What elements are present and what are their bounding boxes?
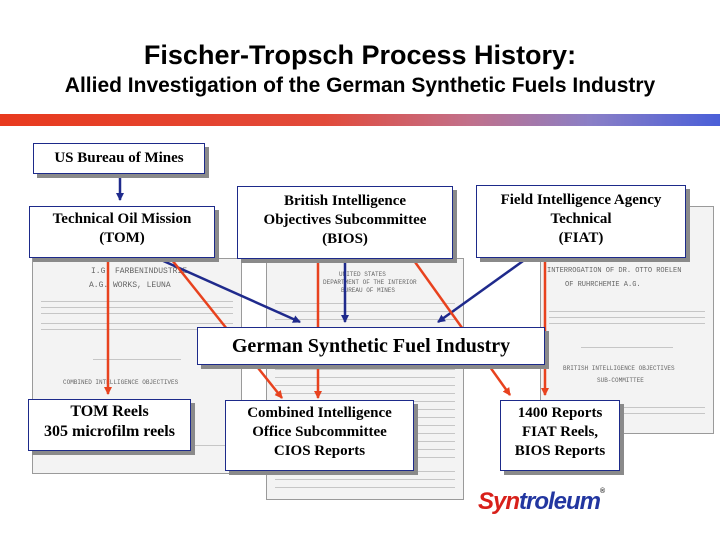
box-german-synthetic-fuel-industry: German Synthetic Fuel Industry bbox=[197, 327, 545, 365]
box-tom: Technical Oil Mission (TOM) bbox=[29, 206, 215, 258]
header-color-band bbox=[0, 114, 720, 126]
box-bios: British Intelligence Objectives Subcommi… bbox=[237, 186, 453, 259]
box-reports-line2: FIAT Reels, bbox=[521, 423, 599, 440]
box-bios-line3: (BIOS) bbox=[322, 230, 368, 247]
doc-center-line1: UNITED STATES bbox=[339, 271, 386, 278]
box-bios-line1: British Intelligence bbox=[283, 193, 407, 209]
box-tom-line2: (TOM) bbox=[99, 229, 145, 246]
box-fiat-line1: Field Intelligence Agency bbox=[500, 192, 662, 208]
arrow-bios-to-reports bbox=[408, 254, 512, 396]
box-german-label: German Synthetic Fuel Industry bbox=[231, 335, 511, 357]
doc-left-line3: COMBINED INTELLIGENCE OBJECTIVES bbox=[63, 379, 179, 386]
page-title: Fischer-Tropsch Process History: bbox=[143, 40, 577, 70]
arrow-fiat-to-german bbox=[437, 254, 531, 324]
box-tom-reels: TOM Reels 305 microfilm reels bbox=[28, 399, 191, 451]
box-cios-line1: Combined Intelligence bbox=[247, 405, 392, 421]
page-subtitle: Allied Investigation of the German Synth… bbox=[64, 74, 656, 97]
doc-left-line1: I.G. FARBENINDUSTRIE bbox=[91, 267, 188, 276]
logo-registered-mark: ® bbox=[600, 488, 605, 495]
box-reports-line1: 1400 Reports bbox=[517, 405, 603, 421]
doc-right-line4: SUB-COMMITTEE bbox=[597, 377, 644, 384]
box-tom-line1: Technical Oil Mission bbox=[52, 211, 192, 227]
logo-part1: Syn bbox=[478, 488, 520, 515]
box-reports-line3: BIOS Reports bbox=[514, 442, 606, 459]
box-tom-reels-line1: TOM Reels bbox=[70, 403, 149, 420]
box-bios-line2: Objectives Subcommittee bbox=[263, 211, 427, 228]
box-fiat-line2: Technical bbox=[550, 210, 612, 227]
doc-right-line1: INTERROGATION OF DR. OTTO ROELEN bbox=[547, 267, 682, 275]
doc-left-line2: A.G. WORKS, LEUNA bbox=[89, 281, 171, 290]
doc-right-line2: OF RUHRCHEMIE A.G. bbox=[565, 281, 641, 289]
box-cios: Combined Intelligence Office Subcommitte… bbox=[225, 400, 414, 471]
box-us-bureau-of-mines-label: US Bureau of Mines bbox=[54, 150, 184, 166]
doc-center-line2: DEPARTMENT OF THE INTERIOR bbox=[323, 279, 417, 286]
syntroleum-logo: Syntroleum® bbox=[478, 488, 605, 516]
box-reports: 1400 Reports FIAT Reels, BIOS Reports bbox=[500, 400, 620, 471]
box-fiat-line3: (FIAT) bbox=[558, 229, 604, 246]
doc-right-line3: BRITISH INTELLIGENCE OBJECTIVES bbox=[563, 365, 675, 372]
box-us-bureau-of-mines: US Bureau of Mines bbox=[33, 143, 205, 174]
doc-center-line3: BUREAU OF MINES bbox=[341, 287, 396, 294]
logo-part2: troleum bbox=[519, 488, 601, 515]
box-cios-line2: Office Subcommittee bbox=[252, 423, 387, 440]
document-left-scan: I.G. FARBENINDUSTRIE A.G. WORKS, LEUNA C… bbox=[32, 258, 242, 474]
arrow-tom-to-cios bbox=[167, 254, 283, 399]
box-tom-reels-line2: 305 microfilm reels bbox=[44, 423, 175, 440]
box-cios-line3: CIOS Reports bbox=[273, 442, 366, 459]
arrow-tom-to-german bbox=[149, 253, 301, 324]
box-fiat: Field Intelligence Agency Technical (FIA… bbox=[476, 185, 686, 258]
